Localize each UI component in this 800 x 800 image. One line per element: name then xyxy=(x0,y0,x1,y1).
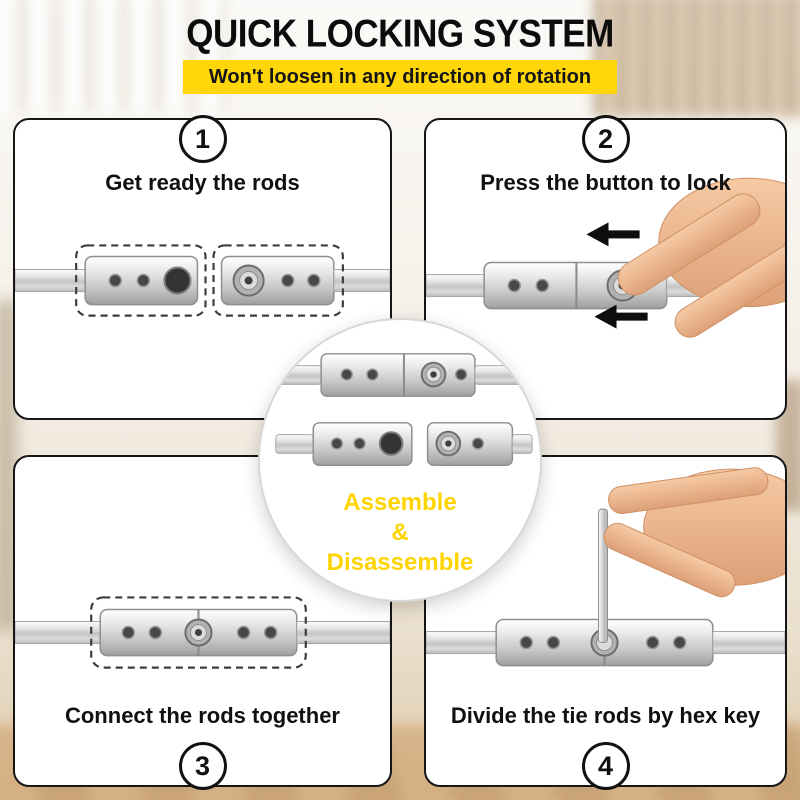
step-number-badge: 2 xyxy=(581,115,630,163)
rod-left xyxy=(15,269,86,293)
center-text-line: Assemble xyxy=(343,489,457,516)
thumb-over-key xyxy=(603,522,736,598)
step-number-badge: 3 xyxy=(178,742,227,790)
socket-hole xyxy=(378,431,404,456)
rods-ready-illustration xyxy=(15,244,390,317)
step-number-badge: 1 xyxy=(178,115,227,163)
hex-key-illustration xyxy=(426,467,785,667)
assemble-disassemble-circle: Assemble & Disassemble xyxy=(258,318,542,602)
rod-left xyxy=(426,631,497,655)
step-caption: Press the button to lock xyxy=(480,170,731,195)
step-number-badge: 4 xyxy=(581,742,630,790)
subtitle-banner: Won't loosen in any direction of rotatio… xyxy=(182,60,618,94)
dashed-highlight-box xyxy=(212,244,344,317)
rod-right xyxy=(333,269,390,293)
rod-right xyxy=(712,631,785,655)
rod-left xyxy=(426,274,485,298)
step-caption: Divide the tie rods by hex key xyxy=(450,703,761,728)
hand-pressing-button xyxy=(617,177,785,338)
center-text-line: Disassemble xyxy=(326,549,474,576)
step-panel-2: 2 Press the button to lock xyxy=(424,115,787,420)
center-text-line: & xyxy=(391,519,409,546)
press-arrow-left-icon xyxy=(594,304,648,329)
press-arrow-left-icon xyxy=(586,222,640,247)
page-title: QUICK LOCKING SYSTEM xyxy=(186,12,614,56)
dashed-highlight-box xyxy=(75,244,207,317)
rod-connector-illustration xyxy=(271,353,533,466)
step-caption: Get ready the rods xyxy=(105,170,300,195)
rod-right xyxy=(296,621,390,645)
assemble-disassemble-text: Assemble & Disassemble xyxy=(260,488,540,578)
rods-connected-illustration xyxy=(15,596,390,669)
socket-hole xyxy=(163,266,192,295)
step-caption: Connect the rods together xyxy=(64,703,340,728)
rod-left xyxy=(15,621,101,645)
dashed-highlight-box xyxy=(90,596,307,669)
press-button-illustration xyxy=(426,177,785,338)
